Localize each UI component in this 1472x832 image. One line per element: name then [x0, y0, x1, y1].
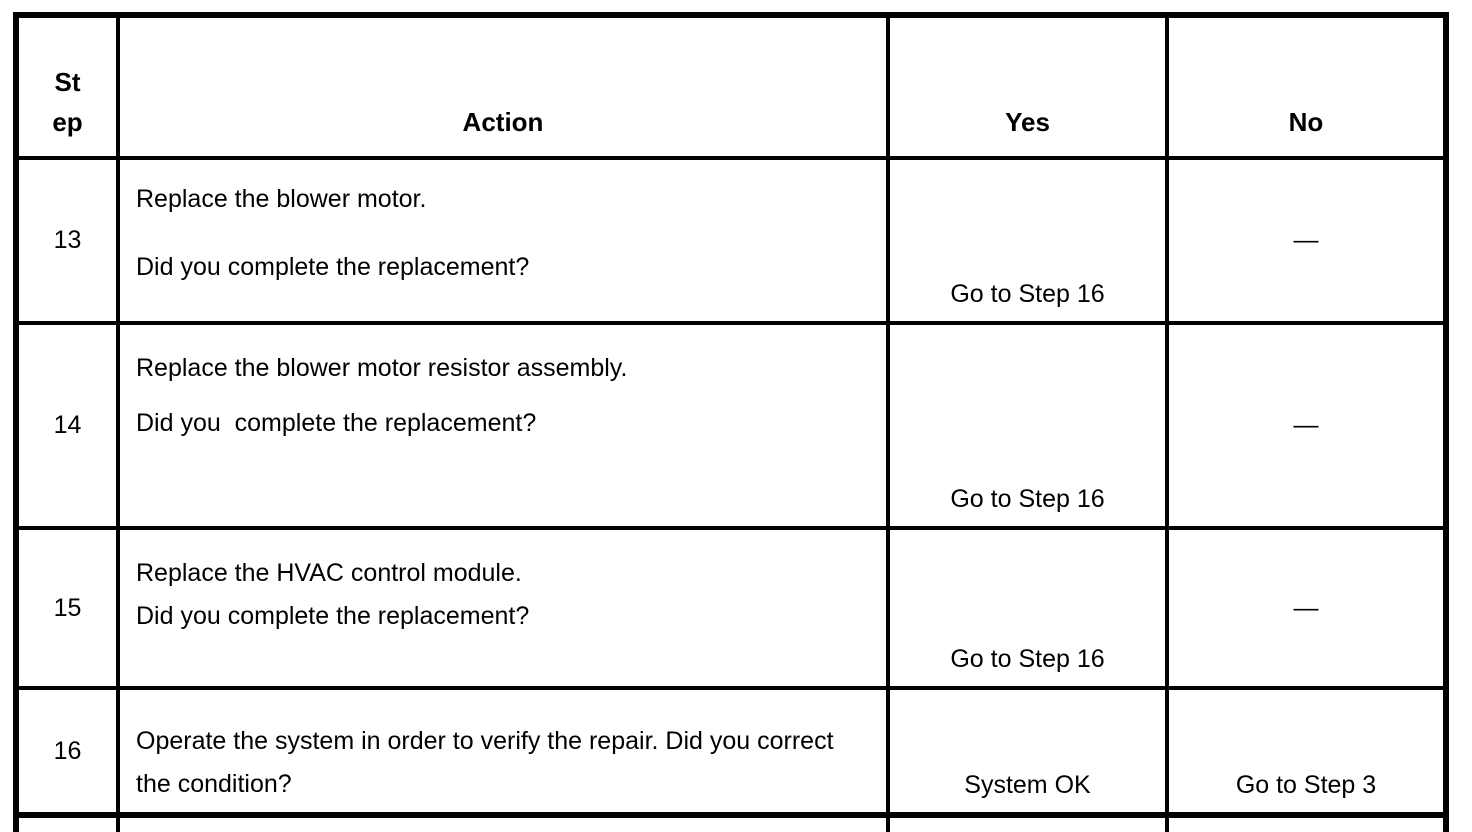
- action-question: Did you complete the replacement?: [136, 409, 537, 437]
- action-cell: Replace the blower motor resistor assemb…: [120, 325, 890, 530]
- action-instruction: Operate the system in order to verify th…: [136, 727, 841, 798]
- table-border-stub: [116, 818, 120, 832]
- action-cell: Operate the system in order to verify th…: [120, 690, 890, 812]
- step-number-cell: 14: [19, 325, 120, 530]
- step-number-cell: 15: [19, 530, 120, 690]
- step-number-cell: 16: [19, 690, 120, 812]
- action-instruction: Replace the HVAC control module.: [136, 559, 522, 587]
- action-cell: Replace the HVAC control module. Did you…: [120, 530, 890, 690]
- table-border-stub: [13, 818, 19, 832]
- yes-cell: Go to Step 16: [890, 325, 1169, 530]
- action-instruction: Replace the blower motor.: [136, 185, 427, 213]
- no-cell: —: [1169, 325, 1443, 530]
- action-question: Did you complete the replacement?: [136, 253, 530, 281]
- action-instruction: Replace the blower motor resistor assemb…: [136, 354, 628, 382]
- no-cell: —: [1169, 160, 1443, 325]
- header-cell-no: No: [1169, 18, 1443, 160]
- header-cell-step: St ep: [19, 18, 120, 160]
- header-cell-action: Action: [120, 18, 890, 160]
- table-border-stub: [886, 818, 890, 832]
- yes-cell: Go to Step 16: [890, 530, 1169, 690]
- header-cell-yes: Yes: [890, 18, 1169, 160]
- table-border-stub: [1443, 818, 1449, 832]
- step-number-cell: 13: [19, 160, 120, 325]
- no-cell: —: [1169, 530, 1443, 690]
- action-question: Did you complete the replacement?: [136, 602, 530, 630]
- no-cell: Go to Step 3: [1235, 771, 1377, 799]
- action-cell: Replace the blower motor. Did you comple…: [120, 160, 890, 325]
- table-border-stub: [1165, 818, 1169, 832]
- yes-cell: System OK: [890, 690, 1169, 812]
- diagnostic-table: St ep Action Yes No 13 Replace the blowe…: [13, 12, 1449, 818]
- yes-cell: Go to Step 16: [890, 160, 1169, 325]
